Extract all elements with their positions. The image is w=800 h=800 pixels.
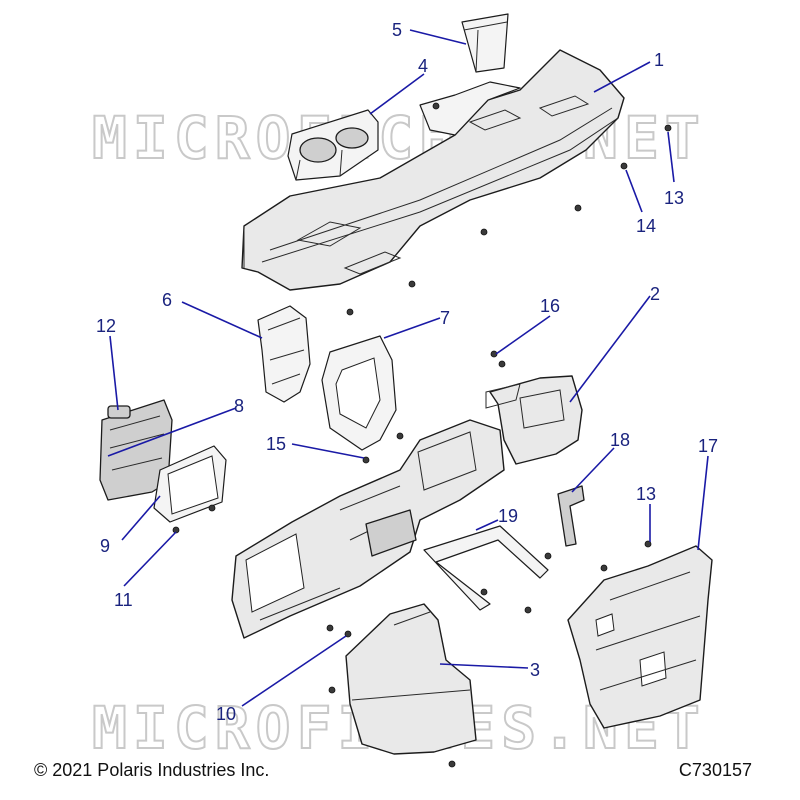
callout-1: 1 bbox=[654, 50, 664, 70]
main-dash-frame bbox=[231, 419, 505, 639]
callout-9: 9 bbox=[100, 536, 110, 556]
part-5-storage-bin bbox=[461, 13, 509, 73]
callout-17: 17 bbox=[698, 436, 718, 456]
callout-11: 11 bbox=[114, 590, 133, 610]
part-2-right-side-panel bbox=[485, 375, 583, 465]
part-7-center-bezel-frame bbox=[321, 335, 397, 451]
callout-7: 7 bbox=[440, 308, 450, 328]
callout-3: 3 bbox=[530, 660, 540, 680]
part-3-cover bbox=[345, 603, 477, 755]
callout-5: 5 bbox=[392, 20, 402, 40]
callout-18: 18 bbox=[610, 430, 630, 450]
part-6-side-duct bbox=[257, 305, 311, 403]
copyright-text: © 2021 Polaris Industries Inc. bbox=[34, 760, 270, 780]
callout-12: 12 bbox=[96, 316, 116, 336]
callout-4: 4 bbox=[418, 56, 428, 76]
part-19-brace bbox=[423, 525, 549, 611]
callout-19: 19 bbox=[498, 506, 518, 526]
part-9-seal-gasket bbox=[153, 445, 227, 523]
screws bbox=[172, 102, 672, 768]
callout-2: 2 bbox=[650, 284, 660, 304]
part-4-cup-holder bbox=[287, 109, 379, 181]
part-17-plate bbox=[567, 545, 713, 729]
callouts: 1 5 4 13 14 6 7 16 2 12 8 15 18 17 13 19… bbox=[96, 20, 718, 724]
diagram-code: C730157 bbox=[678, 760, 752, 780]
callout-10: 10 bbox=[216, 704, 236, 724]
callout-13-lower: 13 bbox=[636, 484, 656, 504]
callout-16: 16 bbox=[540, 296, 560, 316]
part-12-latch bbox=[107, 405, 131, 419]
callout-14: 14 bbox=[636, 216, 656, 236]
callout-13-top: 13 bbox=[664, 188, 684, 208]
callout-8: 8 bbox=[234, 396, 244, 416]
leader-lines bbox=[107, 29, 709, 707]
callout-15: 15 bbox=[266, 434, 286, 454]
part-18-bracket bbox=[557, 485, 585, 547]
part-1-dash-top-panel bbox=[241, 49, 625, 291]
callout-6: 6 bbox=[162, 290, 172, 310]
